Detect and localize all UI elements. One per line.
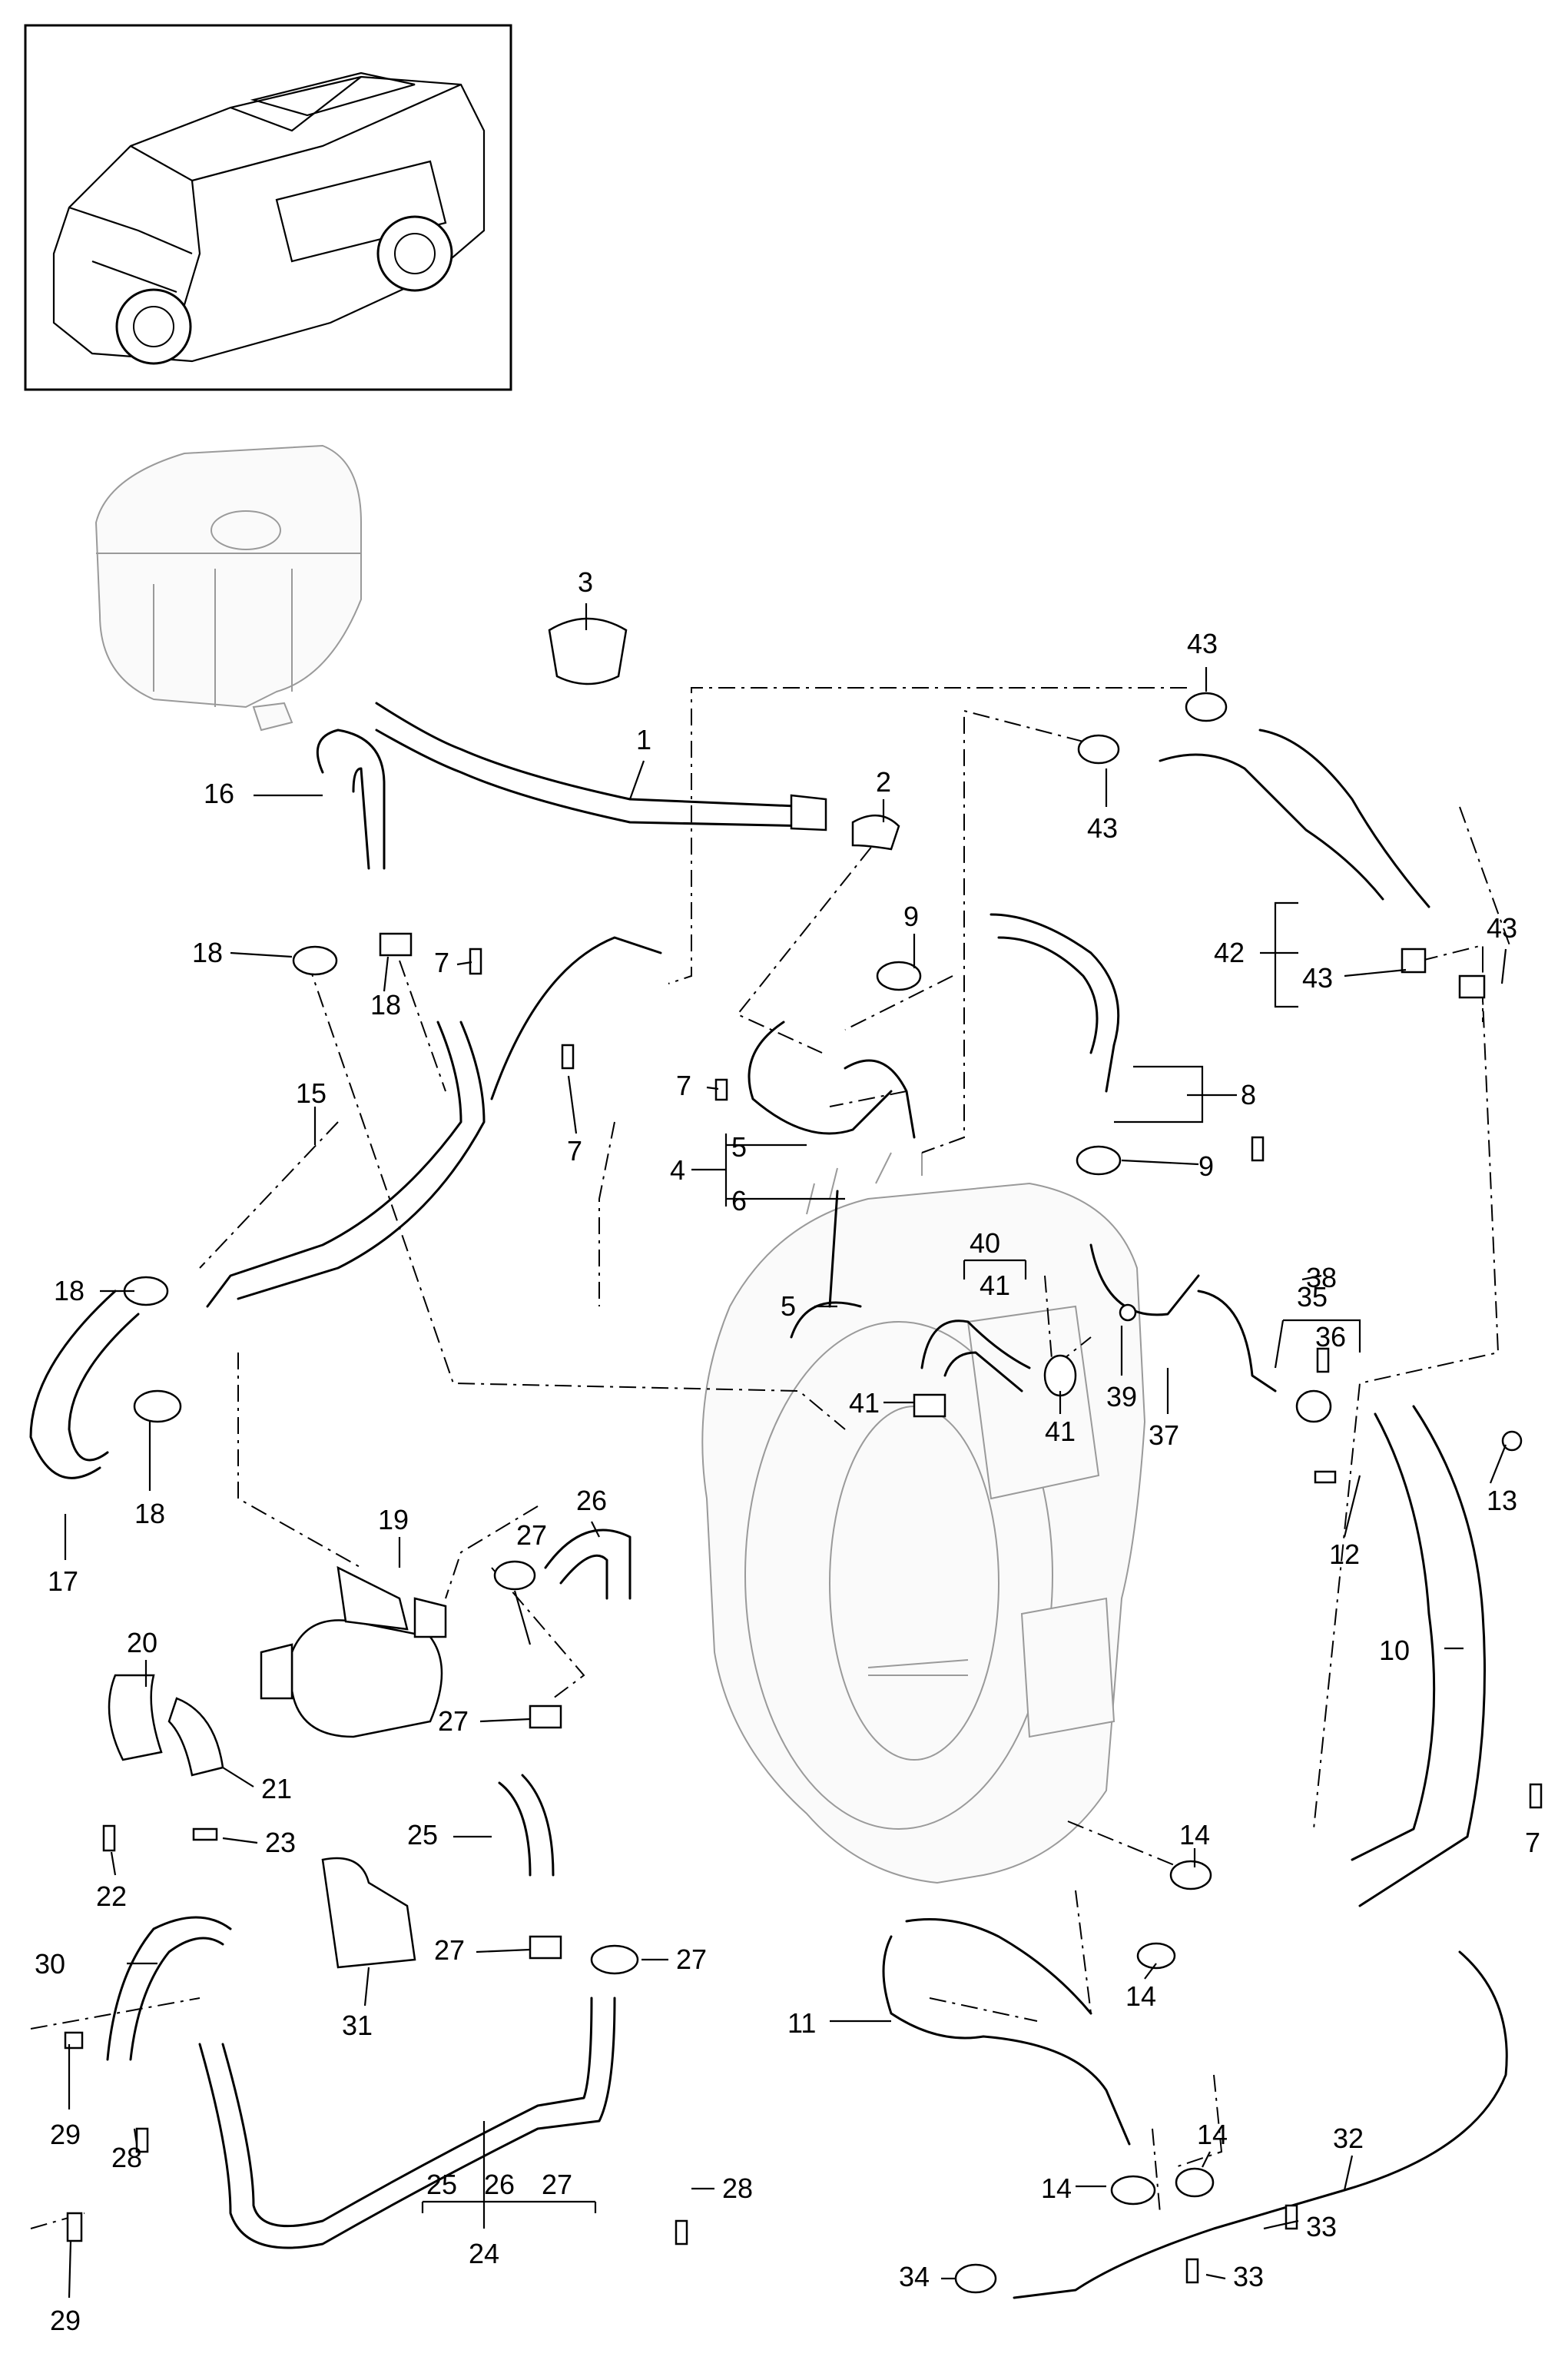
callout-28-left: 28: [111, 2142, 142, 2173]
callout-27-top: 27: [516, 1519, 547, 1551]
parts: [29, 617, 1543, 2299]
callout-27-bottom: 27: [542, 2169, 572, 2200]
callout-5-group: 5: [731, 1131, 747, 1163]
callout-18-bottom: 18: [134, 1498, 165, 1529]
callout-7-top: 7: [434, 947, 449, 978]
callout-26-bottom: 26: [484, 2169, 515, 2200]
callout-19: 19: [378, 1504, 409, 1535]
callout-13: 13: [1487, 1485, 1517, 1516]
callout-36: 36: [1315, 1321, 1346, 1353]
callout-23: 23: [265, 1827, 296, 1858]
callout-40: 40: [970, 1227, 1000, 1259]
callout-11: 11: [787, 2007, 816, 2039]
callout-18-top-left: 18: [192, 937, 223, 968]
callout-2: 2: [876, 766, 891, 798]
callout-18-left: 18: [54, 1275, 85, 1306]
leader-lines: [64, 603, 1507, 2299]
callout-38: 38: [1306, 1262, 1337, 1293]
callout-7-left: 7: [676, 1070, 691, 1101]
callout-34: 34: [899, 2261, 930, 2292]
callout-41-right: 41: [1045, 1416, 1076, 1447]
callout-14-left: 14: [1041, 2172, 1072, 2204]
callout-25-bottom: 25: [426, 2169, 457, 2200]
callout-15: 15: [296, 1077, 327, 1109]
callout-37: 37: [1149, 1419, 1179, 1451]
callout-21: 21: [261, 1773, 292, 1804]
callout-29-bottom: 29: [50, 2305, 81, 2336]
callout-27-lower: 27: [434, 1934, 465, 1966]
callouts: 1 2 3 16 18 18 7 7 7 15 9 9 8 4 5 6 5 40…: [35, 566, 1540, 2336]
transmission-housing-ghost: [701, 1152, 1146, 1884]
callout-27-mid: 27: [438, 1705, 469, 1737]
callout-32: 32: [1333, 2123, 1364, 2154]
callout-26-top: 26: [576, 1485, 607, 1516]
callout-27-right: 27: [676, 1943, 707, 1975]
callout-8: 8: [1241, 1079, 1256, 1110]
callout-7-mid: 7: [567, 1135, 582, 1167]
callout-35: 35: [1297, 1281, 1328, 1313]
callout-43-top: 43: [1187, 628, 1218, 659]
callout-20: 20: [127, 1627, 157, 1658]
callout-43-right: 43: [1487, 912, 1517, 944]
callout-14-top: 14: [1179, 1819, 1210, 1850]
callout-30: 30: [35, 1948, 65, 1980]
callout-9-bottom: 9: [1198, 1150, 1214, 1182]
callout-42: 42: [1214, 937, 1245, 968]
callout-1: 1: [636, 724, 651, 755]
callout-6: 6: [731, 1185, 747, 1217]
callout-41-left: 41: [849, 1387, 880, 1419]
expansion-tank-ghost: [94, 444, 362, 732]
callout-14-right: 14: [1197, 2119, 1228, 2150]
callout-16: 16: [204, 778, 234, 809]
callout-33-right: 33: [1306, 2211, 1337, 2242]
callout-28-right: 28: [722, 2172, 753, 2204]
callout-9-top: 9: [903, 901, 919, 932]
callout-39: 39: [1106, 1381, 1137, 1412]
connection-lines: [30, 687, 1510, 2229]
water-pump-part: [260, 1565, 447, 1738]
callout-43-left: 43: [1087, 812, 1118, 844]
callout-33-left: 33: [1233, 2261, 1264, 2292]
callout-3: 3: [578, 566, 593, 598]
vehicle-thumbnail: [24, 24, 512, 391]
callout-24: 24: [469, 2238, 499, 2269]
callout-43-group: 43: [1302, 962, 1333, 994]
callout-7-right: 7: [1525, 1827, 1540, 1858]
callout-25-top: 25: [407, 1819, 438, 1850]
callout-10: 10: [1379, 1635, 1410, 1666]
callout-22: 22: [96, 1880, 127, 1912]
callout-17: 17: [48, 1565, 78, 1597]
callout-31: 31: [342, 2010, 373, 2041]
callout-29-top: 29: [50, 2119, 81, 2150]
callout-4: 4: [670, 1154, 685, 1186]
callout-12: 12: [1329, 1538, 1360, 1570]
callout-41-group: 41: [980, 1270, 1010, 1301]
callout-5-part: 5: [781, 1290, 796, 1322]
callout-14-mid: 14: [1125, 1980, 1156, 2012]
callout-18-top-mid: 18: [370, 989, 401, 1021]
